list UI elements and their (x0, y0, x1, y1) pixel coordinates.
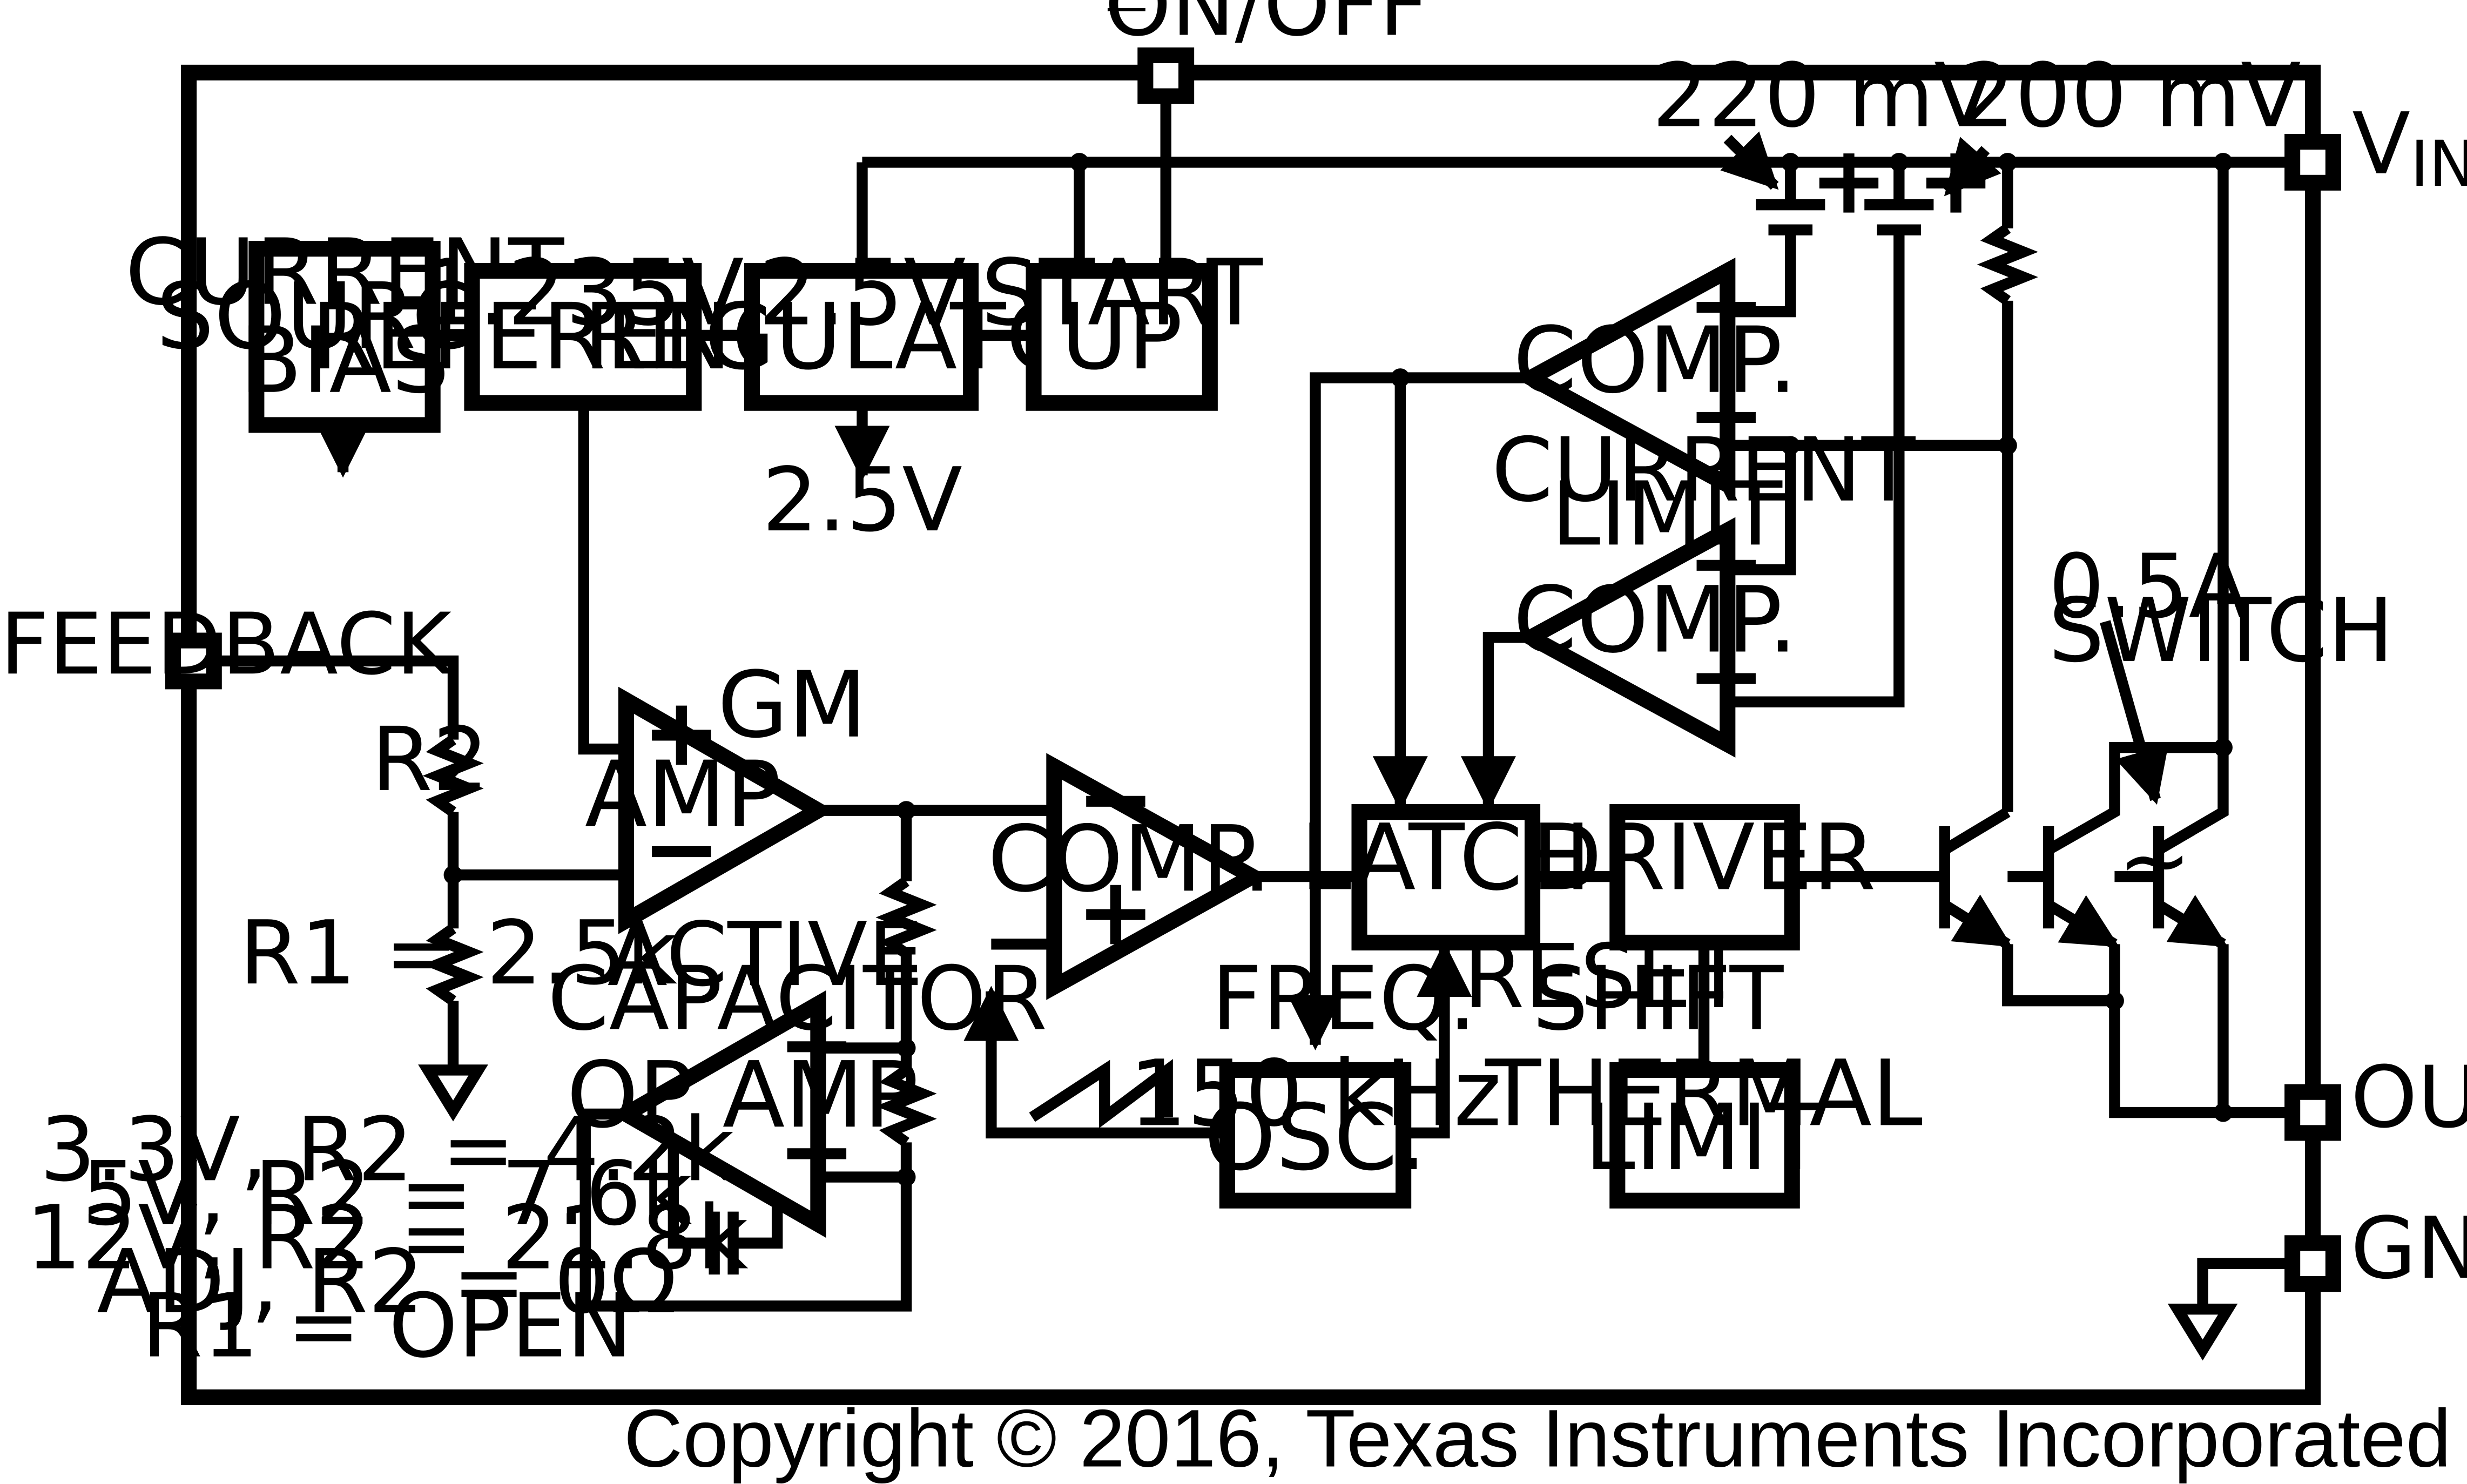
config-line-5: R1 = OPEN (141, 1276, 632, 1378)
current-source-bias-line3: BIAS (240, 307, 450, 414)
battery-200-plus: + (1916, 126, 1995, 235)
current-limit-comparator-lower: − + COMP. (1513, 508, 1797, 758)
config-line-1: 3.3V, R2 = 4.2k (40, 1099, 734, 1201)
label-200mv: 200 mV (1959, 45, 2301, 147)
block-oscillator: 150 kHz OSC. (1129, 1040, 1502, 1209)
regulator-line1: 2.5V (758, 240, 966, 346)
gm-amp-minus: − (642, 794, 721, 904)
gm-amplifier: + − AMP GM (585, 652, 867, 934)
op-amp: + − OP AMP (567, 989, 919, 1238)
label-regulator-output: 2.5V (762, 449, 962, 551)
label-reset: RESET (1463, 926, 1746, 1028)
gm-amp-plus: + (642, 678, 721, 787)
pin-output: OUTPUT (2284, 1048, 2467, 1147)
label-current-limit-2: LIMIT (1551, 463, 1783, 565)
label-active-capacitor-2: CAPACITOR (548, 948, 1048, 1050)
pin-feedback: FEEDBACK (0, 595, 454, 694)
gm-label: GM (717, 652, 867, 758)
oscillator-line2: OSC. (1204, 1084, 1427, 1191)
label-r1: R1 = 2.5k (239, 902, 677, 1004)
junction-dots (443, 152, 2233, 1186)
driver-label: DRIVER (1532, 804, 1876, 910)
pwm-comp-plus: + (1076, 857, 1155, 967)
gnd-label: GND (2350, 1199, 2467, 1298)
copyright-notice: Copyright © 2016, Texas Instruments Inco… (624, 1393, 2451, 1484)
label-active-capacitor-1: ACTIVE (608, 904, 924, 1006)
pin-on-off: ON/OFF (1104, 0, 1428, 104)
label-r2: R2 (372, 709, 489, 811)
op-amp-label: OP AMP (567, 1042, 919, 1148)
output-label: OUTPUT (2350, 1048, 2467, 1147)
pin-vin: VIN (2284, 95, 2467, 201)
pwm-comparator: − + COMP. (988, 744, 1272, 1000)
thermal-limit-line1: THERMAL (1485, 1040, 1923, 1146)
label-freq-shift: FREQ. SHIFT (1211, 948, 1784, 1050)
pwm-comp-label: COMP. (988, 806, 1272, 912)
reference-line1: 1.235V (420, 240, 744, 346)
latch-label: LATCH (1300, 804, 1592, 910)
pwm-comp-minus: − (1076, 744, 1155, 854)
gm-amp-label: AMP (585, 741, 781, 848)
output-config-list: 3.3V, R2 = 4.2k 5V, R2 = 7.6k 12V, R2 = … (26, 1099, 749, 1377)
block-thermal-limit: THERMAL LIMIT (1485, 1040, 1923, 1209)
upper-comp-label: COMP. (1513, 307, 1797, 414)
label-switch-1: 0.5A (2048, 536, 2249, 638)
op-amp-minus: − (777, 1096, 856, 1206)
lower-comp-plus: + (1687, 621, 1765, 731)
start-up-line2: UP (1061, 284, 1183, 390)
block-driver: DRIVER (1532, 804, 1876, 951)
upper-comp-plus: + (1687, 250, 1765, 360)
feedback-label: FEEDBACK (0, 595, 454, 694)
lower-comp-minus: − (1687, 508, 1765, 618)
battery-220-plus: + (1809, 126, 1888, 235)
config-line-4: ADJ, R2 = 0Ω (97, 1231, 677, 1333)
pin-gnd: GND (2284, 1199, 2467, 1298)
current-limit-comparator-upper: + − COMP. (1513, 250, 1797, 498)
config-line-2: 5V, R2 = 7.6k (82, 1143, 692, 1245)
thermal-limit-line2: LIMIT (1585, 1084, 1824, 1191)
op-amp-plus: + (777, 989, 856, 1099)
config-line-3: 12V, R2 = 21.8k (26, 1187, 749, 1289)
label-220mv: 220 mV (1652, 45, 1994, 147)
annotations: 220 mV 200 mV + + 2.5V CURRENT LIMIT 0.5… (239, 45, 2394, 1050)
chip-outline (181, 64, 2321, 1405)
lower-comp-label: COMP. (1513, 566, 1797, 673)
on-off-label: ON/OFF (1104, 0, 1428, 55)
label-tilde: ~ (2118, 810, 2192, 912)
wires (215, 98, 2294, 1361)
start-up-line1: START (981, 240, 1263, 346)
block-current-source-bias: CURRENT SOURCE BIAS (125, 219, 564, 433)
block-latch: LATCH (1300, 804, 1592, 951)
label-switch-2: SWITCH (2048, 580, 2394, 682)
label-current-limit-1: CURRENT (1492, 420, 1916, 522)
block-start-up: START UP (981, 240, 1263, 411)
upper-comp-minus: − (1687, 360, 1765, 470)
oscillator-line1: 150 kHz (1129, 1040, 1502, 1146)
vin-label: VIN (2352, 95, 2467, 201)
